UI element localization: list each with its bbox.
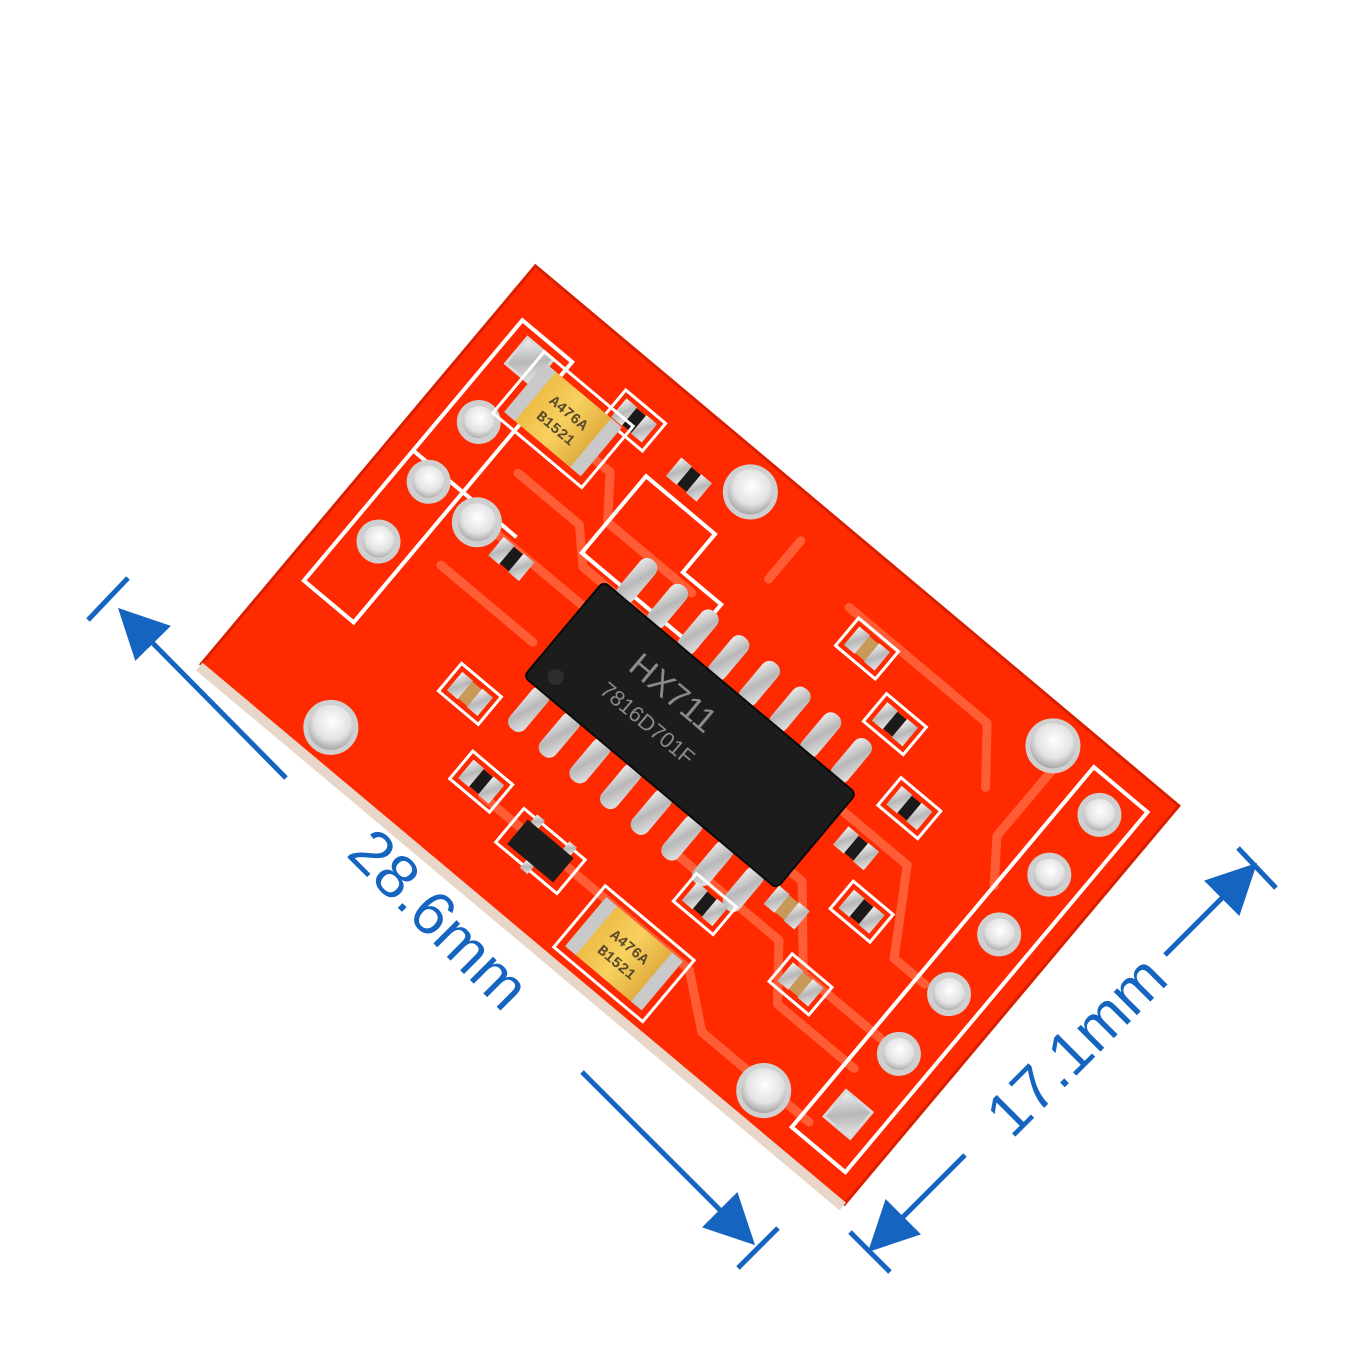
through-hole-icon: [406, 459, 451, 504]
through-hole-icon: [1027, 852, 1072, 897]
mount-hole-icon: [303, 699, 359, 755]
through-hole-icon: [927, 972, 972, 1017]
arrow-up-right-icon: [1163, 862, 1258, 957]
through-hole-icon: [1077, 792, 1122, 837]
mount-hole-icon: [1025, 718, 1081, 774]
through-hole-icon: [876, 1031, 921, 1076]
through-hole-icon: [977, 912, 1022, 957]
tantalum-capacitor-left: A476A B1521: [490, 349, 636, 490]
input-header-left: [301, 317, 576, 626]
through-hole-icon: [356, 519, 401, 564]
through-hole-icon: [451, 497, 502, 548]
ic-pins-top: [616, 557, 872, 784]
ic-pins-bottom: [508, 686, 764, 913]
pcb-board: HX711 7816D701F: [195, 263, 1181, 1211]
mount-hole-icon: [736, 1063, 792, 1119]
square-pad-icon: [822, 1088, 875, 1141]
output-header-right: [788, 764, 1151, 1175]
arrow-up-icon: [117, 607, 288, 780]
through-hole-icon: [456, 399, 501, 444]
arrow-down-left-icon: [867, 1153, 967, 1253]
arrow-down-icon: [580, 1070, 756, 1246]
tantalum-capacitor-right: A476A B1521: [551, 883, 697, 1024]
mounting-holes: [303, 464, 1081, 1119]
transistor: [493, 806, 588, 896]
smd-components: [436, 387, 943, 1018]
mount-hole-icon: [722, 464, 778, 520]
